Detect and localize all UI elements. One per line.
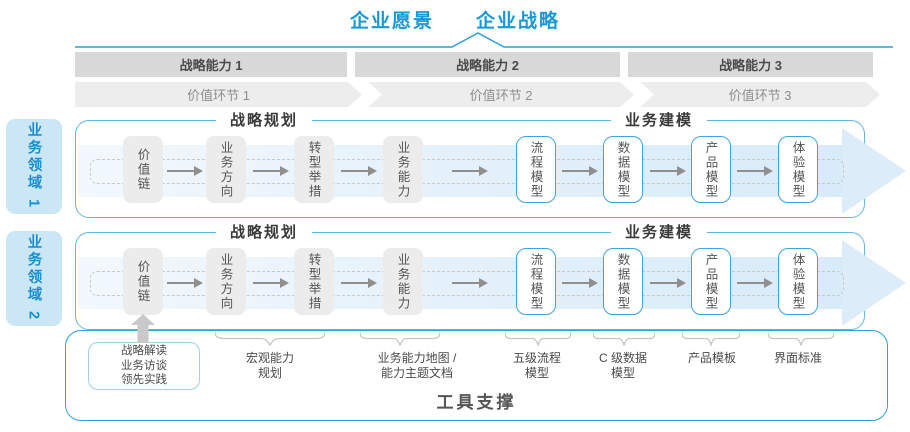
- box-process-model: 流程模型: [516, 248, 556, 315]
- tool-support-container: 工具支撑: [65, 330, 888, 421]
- flow-arrow-icon: [650, 278, 686, 288]
- box-transformation-initiatives: 转型举措: [294, 136, 334, 203]
- value-chain-chevron-1: 价值环节 1: [75, 82, 362, 107]
- capability-bar-1: 战略能力 1: [75, 52, 347, 77]
- value-chain-chevron-3: 价值环节 3: [640, 82, 880, 107]
- flow-arrow-icon: [562, 278, 598, 288]
- box-transformation-initiatives: 转型举措: [294, 248, 334, 315]
- box-value-chain: 价值链: [123, 248, 163, 315]
- annotation-product-template: 产品模板: [687, 351, 736, 365]
- section-title-strategic-planning: 战略规划: [216, 111, 313, 131]
- section-title-business-modeling: 业务建模: [611, 223, 708, 243]
- annotation-ui-standard: 界面标准: [773, 351, 822, 365]
- up-arrow-icon: [131, 314, 155, 343]
- flow-arrow-icon: [650, 166, 686, 176]
- lane-business-domain-1: 价值链 业务方向 转型举措 业务能力 流程模型 数据模型 产品模型 体验模型 战…: [75, 111, 906, 218]
- practice-line: 领先实践: [121, 374, 167, 387]
- flow-arrow-icon: [341, 166, 377, 176]
- box-data-model: 数据模型: [603, 248, 643, 315]
- flow-arrow-icon: [737, 278, 773, 288]
- flow-arrow-icon: [167, 166, 203, 176]
- flow-arrow-icon: [341, 278, 377, 288]
- vision-title: 企业愿景: [349, 11, 434, 32]
- brace-icon: [682, 331, 740, 346]
- box-product-model: 产品模型: [691, 136, 731, 203]
- brace-icon: [215, 331, 325, 346]
- box-data-model: 数据模型: [603, 136, 643, 203]
- brace-icon: [505, 331, 571, 346]
- section-title-business-modeling: 业务建模: [611, 111, 708, 131]
- header-titles: 企业愿景 企业战略: [0, 6, 910, 33]
- annotation-macro-capability-planning: 宏观能力 规划: [245, 351, 294, 380]
- strategy-title: 企业战略: [476, 11, 561, 32]
- value-chain-chevron-2: 价值环节 2: [368, 82, 634, 107]
- section-title-strategic-planning: 战略规划: [216, 223, 313, 243]
- box-product-model: 产品模型: [691, 248, 731, 315]
- domain-label-2: 业务领域 2: [6, 231, 62, 326]
- flow-arrow-icon: [452, 166, 488, 176]
- tool-support-label: 工具支撑: [436, 393, 517, 412]
- flow-arrow-icon: [737, 166, 773, 176]
- dashed-placeholder-track: [90, 159, 844, 184]
- practice-line: 业务访谈: [121, 359, 167, 372]
- practice-methods-box: 战略解读 业务访谈 领先实践: [88, 342, 200, 390]
- flow-arrow-icon: [253, 166, 289, 176]
- box-experience-model: 体验模型: [778, 136, 818, 203]
- callout-peak-line-icon: [75, 32, 893, 48]
- lane-business-domain-2: 价值链 业务方向 转型举措 业务能力 流程模型 数据模型 产品模型 体验模型 战…: [75, 223, 906, 330]
- box-experience-model: 体验模型: [778, 248, 818, 315]
- annotation-capability-map-docs: 业务能力地图 / 能力主题文档: [377, 351, 457, 380]
- brace-icon: [360, 331, 440, 346]
- domain-label-1: 业务领域 1: [6, 119, 62, 214]
- brace-icon: [768, 331, 834, 346]
- flow-arrow-icon: [253, 278, 289, 288]
- flow-arrow-icon: [562, 166, 598, 176]
- box-business-direction: 业务方向: [206, 136, 246, 203]
- box-business-capability: 业务能力: [383, 248, 423, 315]
- dashed-placeholder-track: [90, 271, 844, 296]
- box-value-chain: 价值链: [123, 136, 163, 203]
- capability-bar-2: 战略能力 2: [355, 52, 620, 77]
- practice-line: 战略解读: [121, 344, 167, 357]
- big-flow-arrow-icon: [842, 128, 906, 214]
- box-business-capability: 业务能力: [383, 136, 423, 203]
- annotation-five-level-process-model: 五级流程 模型: [512, 351, 561, 380]
- box-process-model: 流程模型: [516, 136, 556, 203]
- flow-arrow-icon: [167, 278, 203, 288]
- brace-icon: [593, 331, 655, 346]
- big-flow-arrow-icon: [842, 240, 906, 326]
- annotation-c-level-data-model: C 级数据 模型: [598, 351, 647, 380]
- flow-arrow-icon: [452, 278, 488, 288]
- box-business-direction: 业务方向: [206, 248, 246, 315]
- capability-bar-3: 战略能力 3: [628, 52, 873, 77]
